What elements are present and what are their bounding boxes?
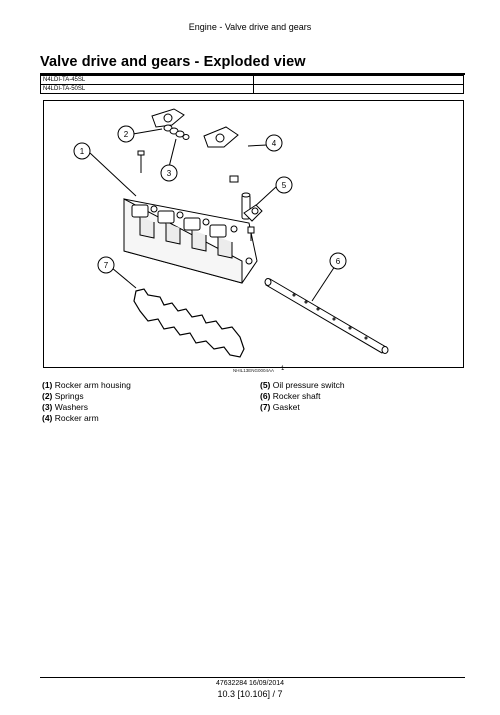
- model-cell: N4LDI-TA-45SL: [40, 75, 254, 85]
- legend-item: (5) Oil pressure switch: [260, 380, 345, 391]
- legend-text: Springs: [54, 391, 84, 401]
- legend-number: (6): [260, 391, 271, 401]
- callout-3: 3: [160, 164, 178, 182]
- legend-number: (2): [42, 391, 53, 401]
- table-row: N4LDI-TA-50SL: [40, 84, 464, 94]
- leader-line: [89, 152, 137, 197]
- figure-code: NHIL13ENG0004AA: [233, 368, 275, 373]
- legend-item: (6) Rocker shaft: [260, 391, 345, 402]
- springs-and-washers: [163, 124, 190, 140]
- leader-line: [247, 144, 268, 147]
- callout-label: 1: [80, 147, 85, 156]
- table-row: N4LDI-TA-45SL: [40, 75, 464, 85]
- rocker-arm-housing: [123, 198, 258, 284]
- legend-number: (4): [42, 413, 53, 423]
- legend-text: Rocker arm housing: [54, 380, 131, 390]
- model-cell: N4LDI-TA-50SL: [40, 84, 254, 94]
- bolt: [137, 150, 145, 173]
- legend-text: Rocker shaft: [272, 391, 321, 401]
- leader-line: [311, 262, 338, 302]
- rocker-shaft: [264, 278, 389, 354]
- callout-7: 7: [97, 256, 115, 274]
- callout-label: 2: [124, 130, 129, 139]
- figure-number: 1: [281, 366, 285, 372]
- legend-text: Gasket: [272, 402, 300, 412]
- leader-line: [168, 138, 177, 168]
- legend-text: Washers: [54, 402, 88, 412]
- legend-text: Oil pressure switch: [272, 380, 345, 390]
- model-applicability-table: N4LDI-TA-45SL N4LDI-TA-50SL: [40, 75, 464, 94]
- callout-6: 6: [329, 252, 347, 270]
- callout-label: 5: [282, 181, 287, 190]
- gasket: [133, 288, 245, 358]
- callout-label: 6: [336, 257, 341, 266]
- document-info: 47632284 16/09/2014: [215, 680, 285, 687]
- exploded-view-figure: 1 2 3 4 5 6 7: [43, 100, 464, 368]
- legend-item: (2) Springs: [42, 391, 131, 402]
- legend-number: (3): [42, 402, 53, 412]
- page-reference: 10.3 [10.106] / 7: [217, 689, 283, 699]
- legend-item: (7) Gasket: [260, 402, 345, 413]
- callout-4: 4: [265, 134, 283, 152]
- footer-divider: [40, 677, 465, 678]
- callout-1: 1: [73, 142, 91, 160]
- callout-5: 5: [275, 176, 293, 194]
- callout-label: 7: [104, 261, 109, 270]
- leader-line: [132, 128, 163, 135]
- callout-label: 4: [272, 139, 277, 148]
- legend-item: (4) Rocker arm: [42, 413, 131, 424]
- empty-cell: [253, 84, 464, 94]
- empty-cell: [253, 75, 464, 85]
- section-title: Valve drive and gears - Exploded view: [40, 54, 465, 75]
- legend-item: (3) Washers: [42, 402, 131, 413]
- legend-number: (7): [260, 402, 271, 412]
- legend-text: Rocker arm: [54, 413, 99, 423]
- legend-left: (1) Rocker arm housing (2) Springs (3) W…: [42, 380, 131, 424]
- exploded-view-drawing: 1 2 3 4 5 6 7: [73, 108, 389, 358]
- oil-pressure-switch: [243, 204, 263, 241]
- legend-right: (5) Oil pressure switch (6) Rocker shaft…: [260, 380, 345, 413]
- callout-label: 3: [167, 169, 172, 178]
- rocker-arm: [151, 108, 239, 148]
- legend-item: (1) Rocker arm housing: [42, 380, 131, 391]
- leader-line: [111, 267, 137, 289]
- callout-2: 2: [117, 125, 135, 143]
- legend-number: (5): [260, 380, 271, 390]
- legend-number: (1): [42, 380, 53, 390]
- running-header: Engine - Valve drive and gears: [188, 22, 312, 32]
